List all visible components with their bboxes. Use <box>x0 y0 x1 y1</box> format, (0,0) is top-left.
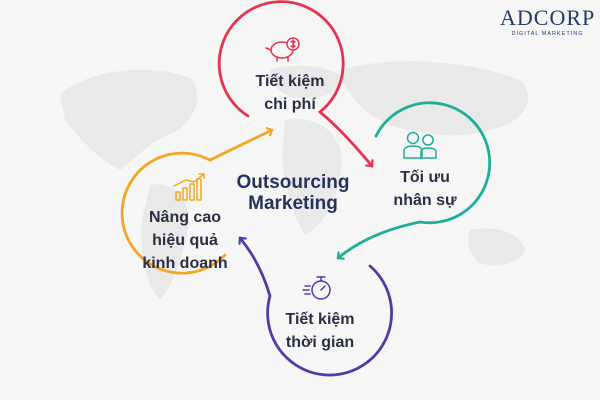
node-left-label: Nâng cao hiệu quả kinh doanh <box>130 206 240 275</box>
node-left-line3: kinh doanh <box>142 255 228 272</box>
node-right-label: Tối ưu nhân sự <box>380 166 470 212</box>
bar-chart-growth-icon <box>173 173 205 201</box>
node-bottom-label: Tiết kiệm thời gian <box>270 308 370 354</box>
stopwatch-icon <box>302 276 331 300</box>
brand-logo: ADCORP DIGITAL MARKETING <box>500 6 595 38</box>
node-top-ring <box>217 0 372 168</box>
node-right-line1: Tối ưu <box>400 169 450 186</box>
world-map-background <box>60 61 529 300</box>
node-top-line2: chi phí <box>264 96 316 113</box>
node-top-label: Tiết kiệm chi phí <box>240 70 340 116</box>
node-right-line2: nhân sự <box>393 192 457 209</box>
center-title: Outsourcing Marketing <box>218 172 368 214</box>
piggy-bank-dollar-icon <box>265 37 300 62</box>
brand-logo-tagline: DIGITAL MARKETING <box>511 31 584 37</box>
node-bottom-line2: thời gian <box>285 334 355 351</box>
center-title-line2: Marketing <box>248 193 338 214</box>
node-top-line1: Tiết kiệm <box>255 73 325 90</box>
node-bottom-line1: Tiết kiệm <box>285 311 355 328</box>
brand-logo-wordmark: ADCORP <box>500 5 596 30</box>
node-left-line1: Nâng cao <box>148 209 221 226</box>
node-left-ring <box>120 130 274 275</box>
people-team-icon <box>403 131 437 159</box>
node-left-line2: hiệu quả <box>152 232 218 249</box>
node-right-ring <box>336 101 492 258</box>
node-bottom-ring <box>240 236 393 377</box>
center-title-line1: Outsourcing <box>236 172 350 193</box>
